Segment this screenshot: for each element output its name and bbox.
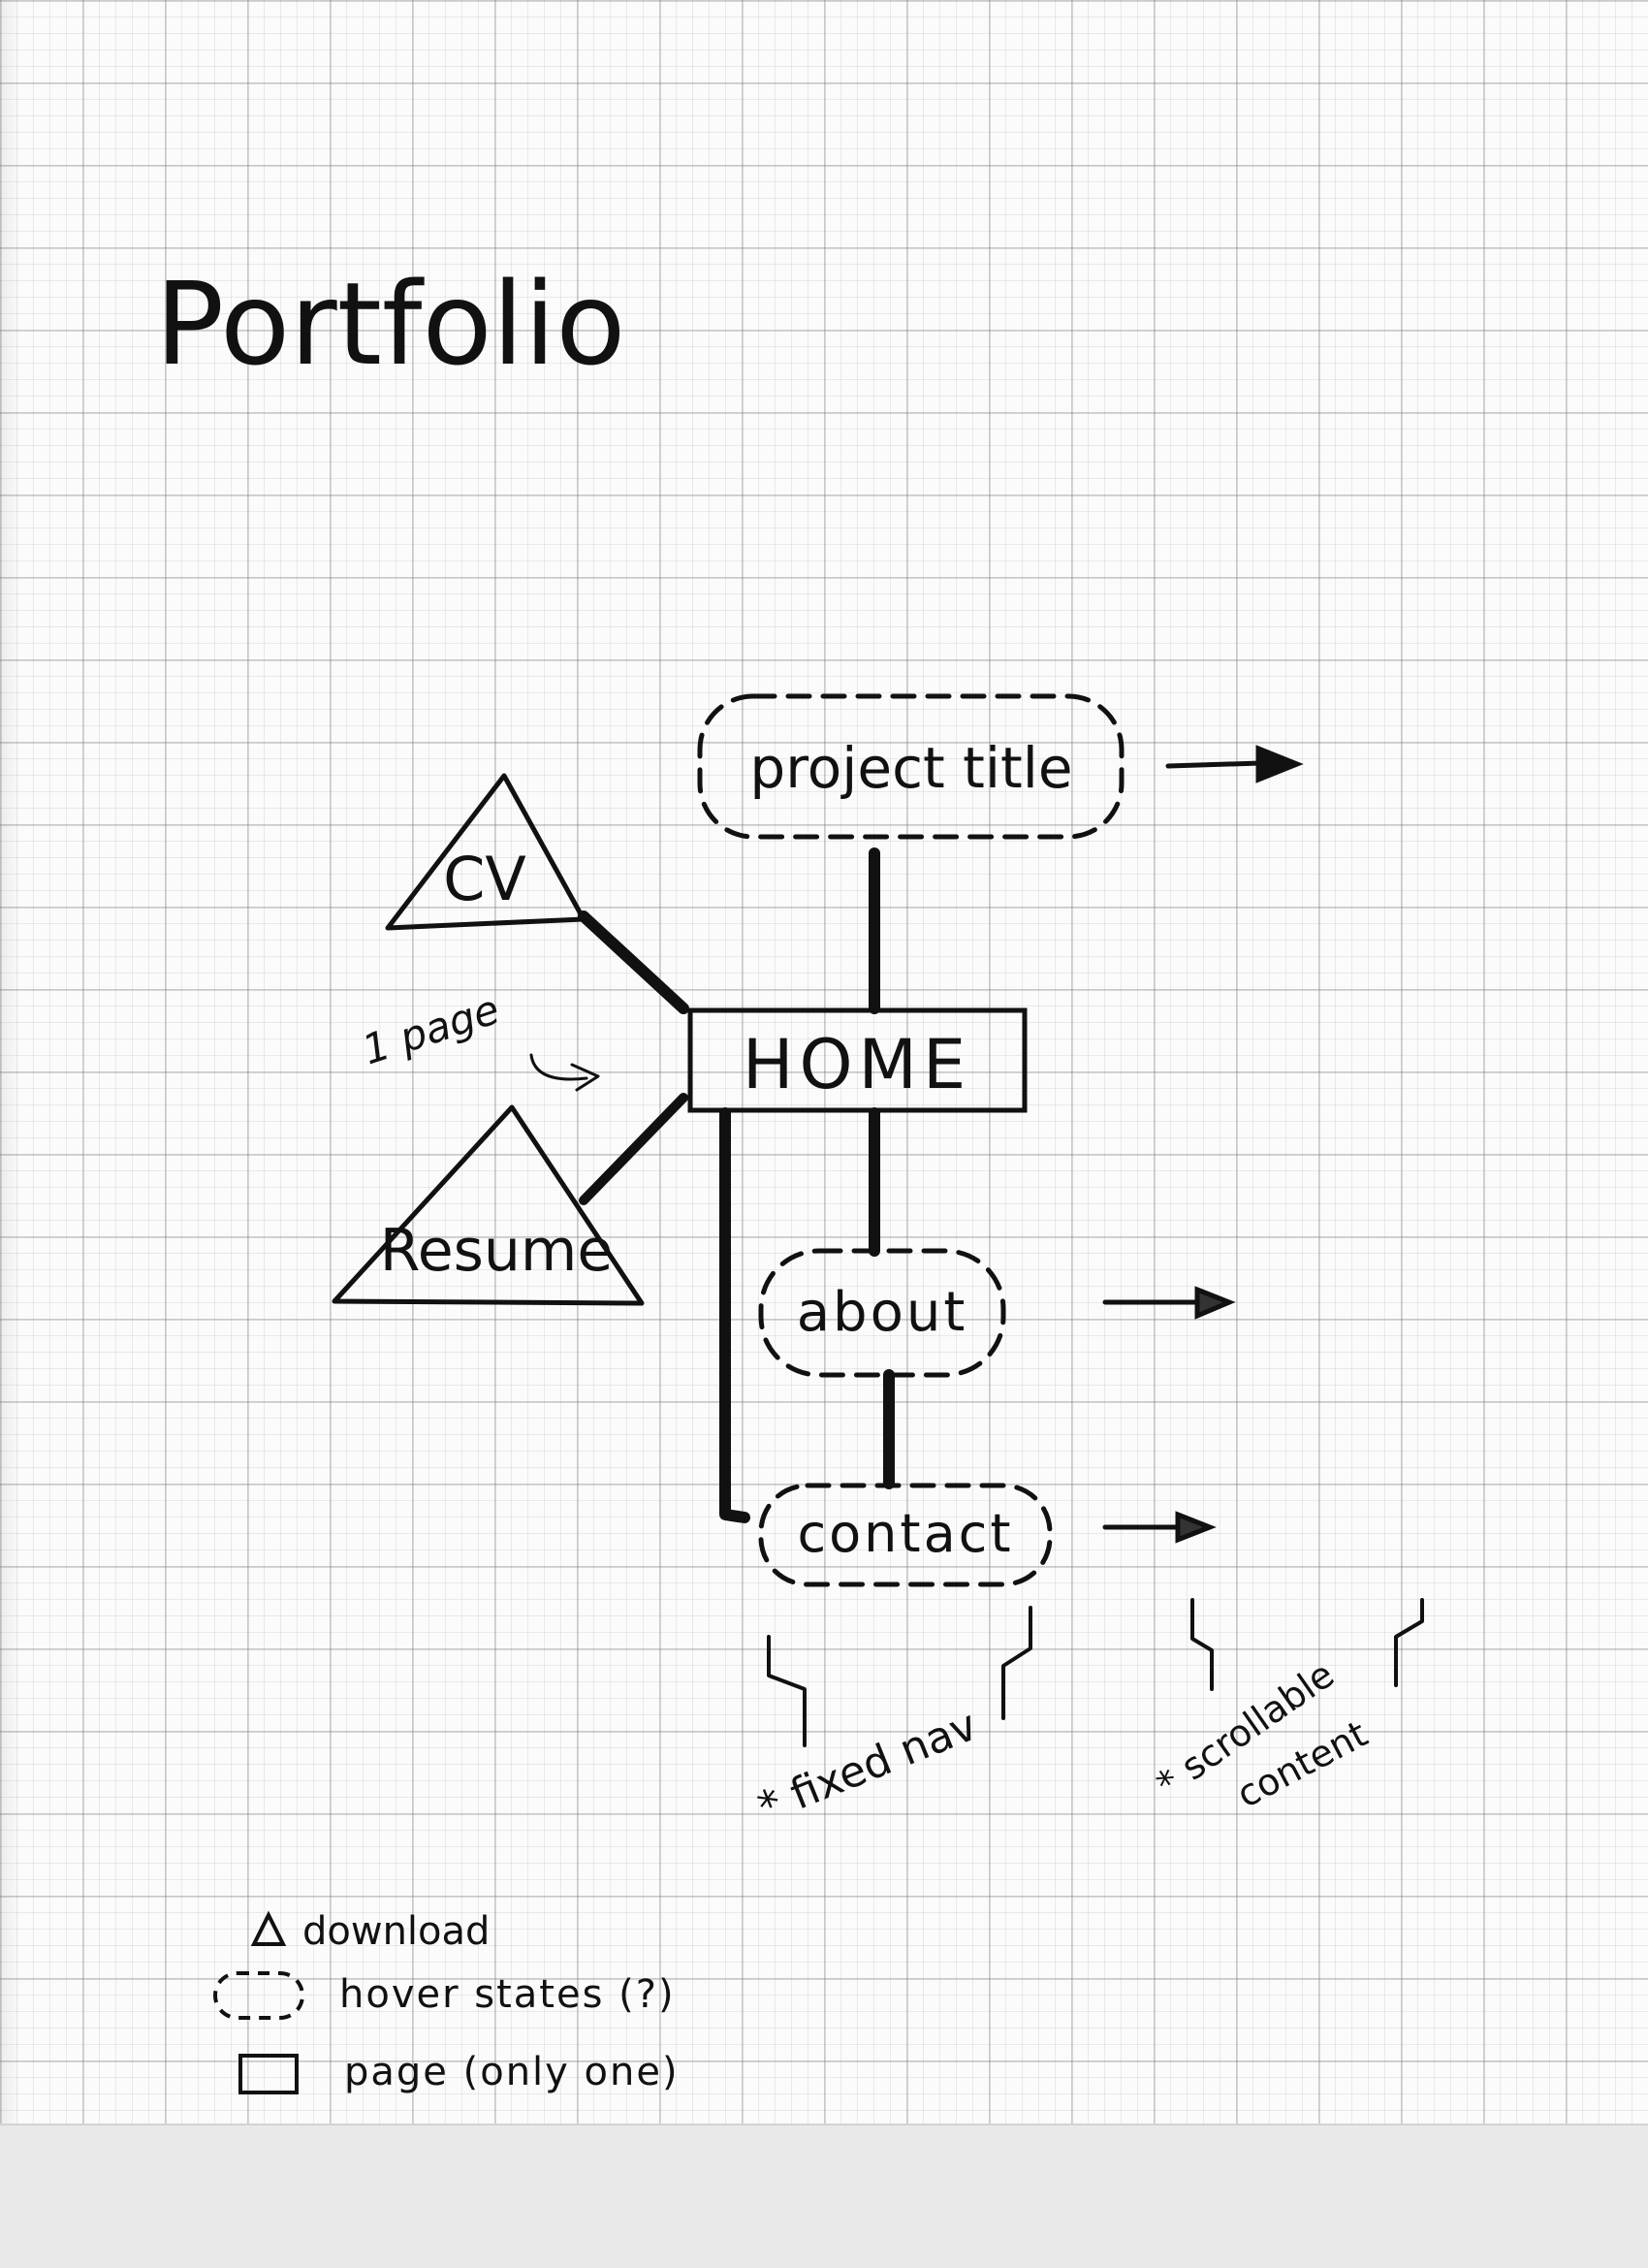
- cv-node: CV: [385, 773, 586, 931]
- home-node: HOME: [687, 1007, 1028, 1113]
- one-page-label: 1 page: [357, 985, 505, 1073]
- resume-node: Resume: [332, 1104, 645, 1306]
- square-icon: [238, 2054, 299, 2094]
- fixed-nav-label: * fixed nav: [751, 1701, 984, 1834]
- fixed-nav-note: * fixed nav: [751, 1606, 1032, 1834]
- project-title-label: project title: [749, 735, 1072, 801]
- home-label: HOME: [743, 1025, 971, 1104]
- legend: download hover states (?) page (only one…: [213, 1909, 680, 2094]
- paper-left-shadow: [0, 0, 21, 2124]
- outgoing-arrows: [1102, 745, 1304, 1544]
- project-title-node: project title: [697, 693, 1125, 840]
- project-title-arrow-icon: [1165, 745, 1304, 783]
- scrollable-note: * scrollable content: [1149, 1598, 1424, 1816]
- contact-arrow-icon: [1102, 1511, 1217, 1544]
- about-label: about: [797, 1281, 968, 1344]
- page-title: Portfolio: [155, 257, 625, 391]
- about-arrow-icon: [1102, 1286, 1236, 1320]
- cv-label: CV: [443, 844, 526, 914]
- connector-lines: [578, 847, 895, 1523]
- contact-node: contact: [758, 1483, 1053, 1587]
- triangle-icon: [250, 1910, 287, 1946]
- legend-download-label: download: [302, 1909, 490, 1954]
- resume-label: Resume: [380, 1217, 614, 1285]
- dashed-oval-icon: [213, 1971, 304, 2020]
- paper-bottom-edge: [0, 2124, 1648, 2268]
- contact-label: contact: [797, 1503, 1013, 1564]
- legend-hover-label: hover states (?): [339, 1972, 676, 2017]
- one-page-note: 1 page: [357, 985, 600, 1092]
- about-node: about: [758, 1248, 1006, 1378]
- legend-page-label: page (only one): [344, 2050, 680, 2094]
